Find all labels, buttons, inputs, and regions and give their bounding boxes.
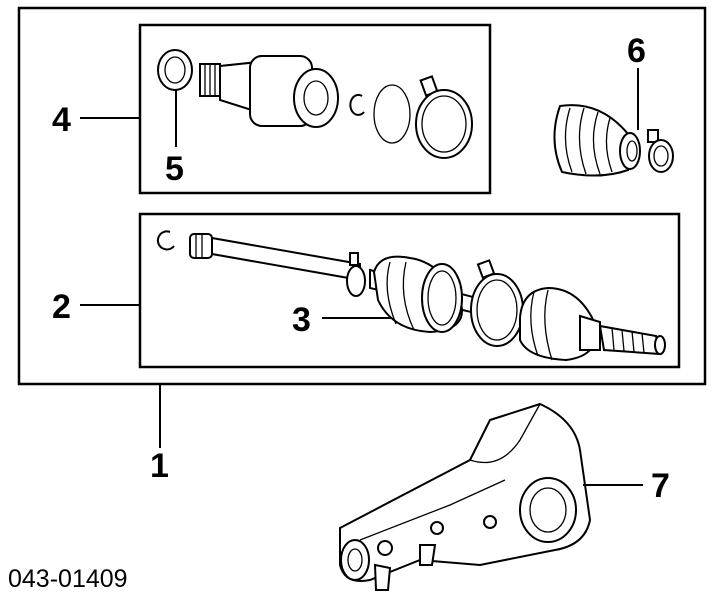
- callout-6: 6: [627, 32, 646, 70]
- inner-joint-kit-box: [138, 23, 492, 195]
- shaft-assembly-box: [138, 212, 681, 369]
- callout-4: 4: [52, 101, 71, 139]
- seal-ring-part: [157, 49, 193, 91]
- callout-3: 3: [292, 301, 311, 339]
- boot-clamp-large-part: [415, 75, 473, 159]
- outer-joint-part: [519, 286, 666, 362]
- retaining-ring-part: [373, 84, 411, 144]
- boot-part: [553, 104, 641, 177]
- inner-joint-housing-part: [199, 55, 339, 128]
- diagram-code: 043-01409: [8, 565, 128, 593]
- shaft-boot-part: [372, 255, 463, 334]
- boot-clamp-small-part: [647, 129, 674, 173]
- callout-7: 7: [651, 467, 670, 505]
- circlip-part: [349, 93, 365, 116]
- callout-1: 1: [150, 447, 169, 485]
- axle-assembly-frame: [17, 6, 707, 386]
- shaft-boot-clamp-part: [470, 259, 524, 347]
- callout-5: 5: [165, 150, 184, 188]
- shaft-circlip-part: [156, 230, 175, 251]
- callout-2: 2: [52, 288, 71, 326]
- differential-carrier-part: [339, 402, 592, 591]
